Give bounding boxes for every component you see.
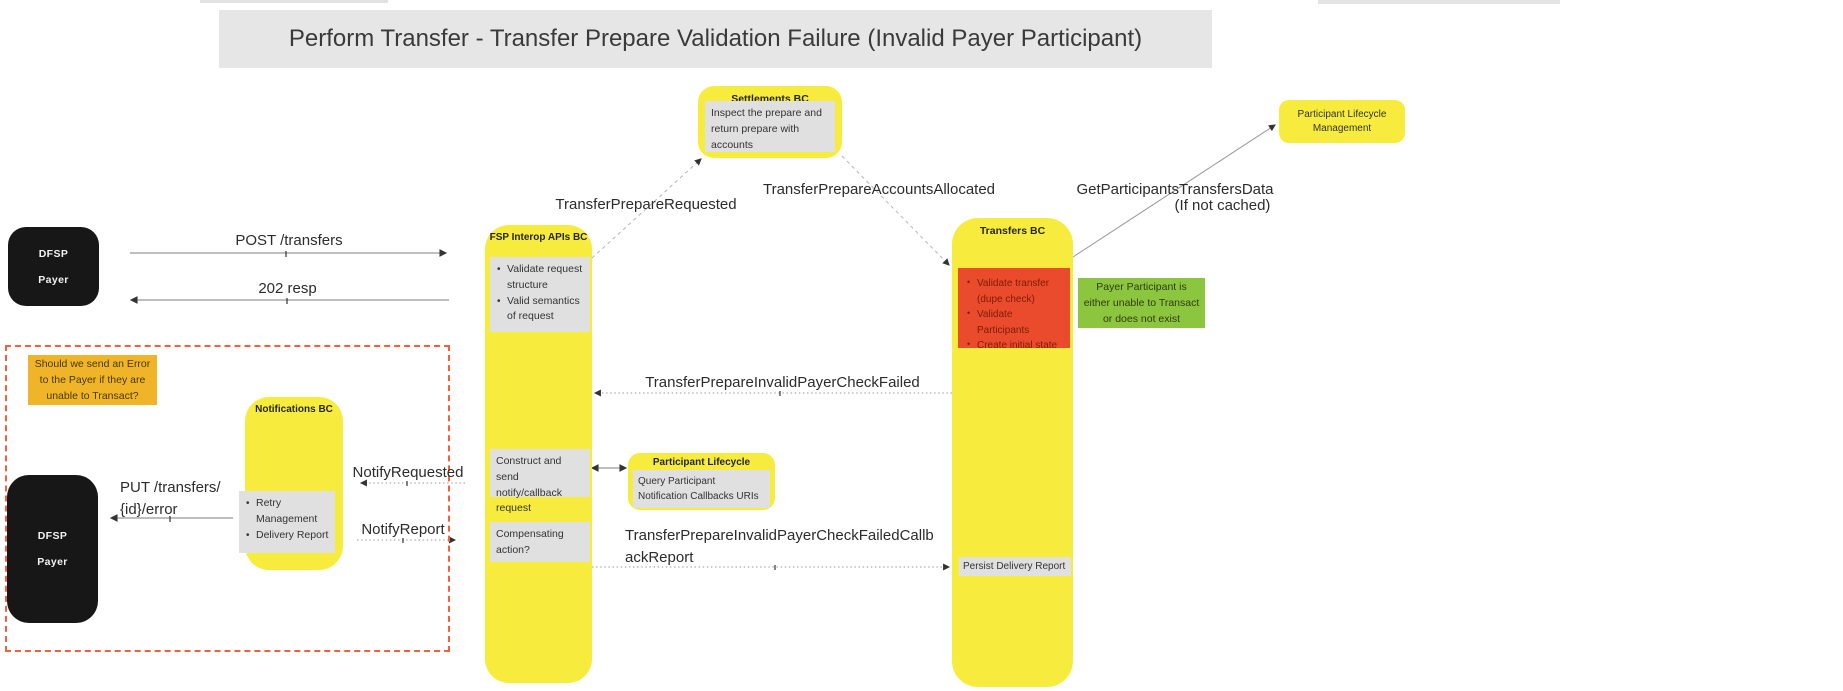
bc-header: Transfers BC (979, 225, 1046, 237)
task-item: Valid semantics of request (496, 294, 585, 326)
diagram-title-bar[interactable]: Perform Transfer - Transfer Prepare Vali… (219, 10, 1212, 68)
fsp-construct-notify-task[interactable]: Construct and send notify/callback reque… (490, 449, 590, 514)
canvas-fragment-top-left (200, 0, 388, 3)
task-item: Validate request structure (496, 262, 585, 294)
arrow-transfer-prepare-accounts-allocated[interactable] (841, 155, 950, 266)
label-invalid-payer-check-failed[interactable]: TransferPrepareInvalidPayerCheckFailed (645, 374, 920, 391)
task-text: Construct and send notify/callback reque… (496, 455, 562, 515)
label-line2: ackReport (625, 549, 694, 566)
bc-header: FSP Interop APIs BC (489, 232, 588, 243)
notifications-tasks[interactable]: Retry Management Delivery Report (239, 491, 335, 553)
task-item: Validate transfer (dupe check) (966, 276, 1066, 307)
fsp-compensating-task[interactable]: Compensating action? (490, 522, 590, 562)
actor-dfsp-payer-top[interactable]: DFSP Payer (8, 227, 99, 306)
label-line2: {id}/error (120, 501, 178, 518)
diagram-title: Perform Transfer - Transfer Prepare Vali… (288, 25, 1143, 52)
label-202-resp[interactable]: 202 resp (258, 280, 317, 297)
label-transfer-prepare-requested[interactable]: TransferPrepareRequested (555, 196, 737, 213)
label-put-transfers-error[interactable]: PUT /transfers/ {id}/error (120, 477, 221, 521)
task-item: Retry Management (245, 496, 330, 528)
task-item: Create initial state (966, 338, 1066, 354)
canvas-fragment-top-right (1318, 0, 1560, 4)
label-notify-requested[interactable]: NotifyRequested (352, 464, 464, 481)
label-line1: TransferPrepareInvalidPayerCheckFailedCa… (625, 527, 934, 544)
query-callbacks-task[interactable]: Query Participant Notification Callbacks… (633, 470, 770, 508)
transfers-validate-task-failed[interactable]: Validate transfer (dupe check) Validate … (958, 268, 1070, 352)
task-item: Delivery Report (245, 528, 330, 544)
label-if-not-cached[interactable]: (If not cached) (1174, 197, 1271, 214)
bc-label-line2: Management (1312, 122, 1372, 134)
actor-label-line2: Payer (37, 556, 68, 568)
bc-label-line1: Participant Lifecycle (1297, 109, 1387, 120)
fsp-validate-task[interactable]: Validate request structure Valid semanti… (490, 257, 590, 332)
bc-participant-lifecycle-management[interactable]: Participant Lifecycle Management (1279, 100, 1405, 143)
task-text: Persist Delivery Report (963, 561, 1066, 572)
label-notify-report[interactable]: NotifyReport (361, 521, 445, 538)
task-text: Query Participant Notification Callbacks… (638, 476, 759, 502)
task-item: Validate Participants (966, 307, 1066, 338)
task-text: Compensating action? (496, 528, 564, 556)
bc-header: Participant Lifecycle (652, 457, 751, 468)
label-get-participants-data[interactable]: GetParticipantsTransfersData (1076, 181, 1274, 198)
green-note-payer-invalid[interactable]: Payer Participant is either unable to Tr… (1078, 278, 1205, 328)
label-callback-report[interactable]: TransferPrepareInvalidPayerCheckFailedCa… (625, 525, 934, 569)
actor-label-line2: Payer (38, 273, 69, 286)
actor-dfsp-payer-bottom[interactable]: DFSP Payer (7, 475, 98, 623)
bc-header: Notifications BC (255, 404, 333, 415)
transfers-persist-report-task[interactable]: Persist Delivery Report (959, 557, 1071, 576)
label-transfer-prepare-accounts-allocated[interactable]: TransferPrepareAccountsAllocated (762, 181, 996, 198)
task-text: Inspect the prepare and return prepare w… (711, 107, 822, 151)
actor-label-line1: DFSP (38, 247, 69, 260)
settlements-inspect-task[interactable]: Inspect the prepare and return prepare w… (705, 101, 835, 152)
note-text: Should we send an Error to the Payer if … (34, 357, 151, 403)
label-post-transfers[interactable]: POST /transfers (235, 232, 343, 249)
actor-label-line1: DFSP (37, 530, 68, 542)
label-line1: PUT /transfers/ (120, 479, 221, 496)
note-text: Payer Participant is either unable to Tr… (1083, 280, 1200, 326)
orange-note-send-error-question[interactable]: Should we send an Error to the Payer if … (28, 355, 157, 405)
open-question-region[interactable] (5, 345, 450, 652)
